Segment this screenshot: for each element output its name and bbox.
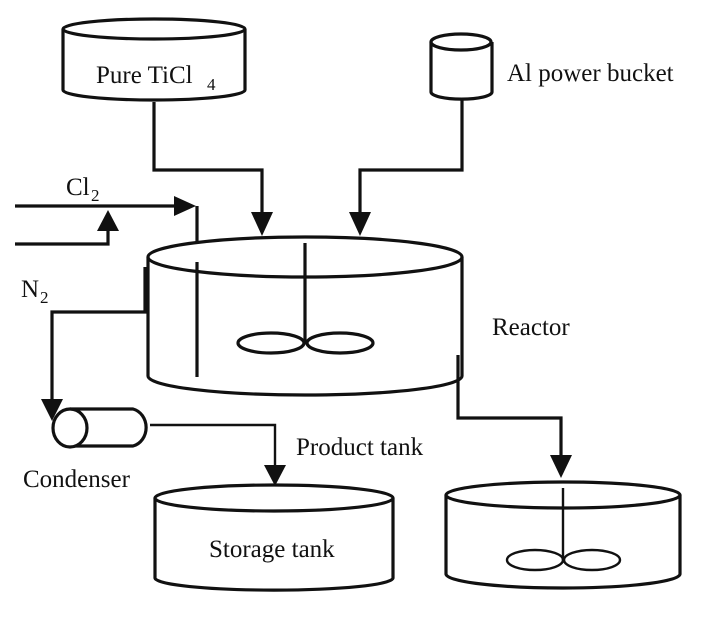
n2-merge-line <box>15 230 110 246</box>
reactor-vessel <box>146 235 464 397</box>
al-arrowhead-icon <box>349 212 371 236</box>
storage-arrowhead-icon <box>264 465 286 486</box>
pure-ticl4-label: Pure TiCl <box>96 62 193 89</box>
product-tank <box>444 480 682 590</box>
vent-arrowhead-icon <box>41 399 63 421</box>
cl2-arrowhead-icon <box>174 196 196 216</box>
storage-tank: Storage tank <box>153 483 395 592</box>
reactor-label: Reactor <box>492 314 570 341</box>
storage-tank-label: Storage tank <box>209 536 335 563</box>
al-feed-line <box>358 100 464 222</box>
product-tank-label: Product tank <box>296 434 424 461</box>
n2-arrowhead-icon <box>97 210 119 231</box>
al-bucket-label: Al power bucket <box>507 60 674 87</box>
n2-label: N <box>21 276 39 303</box>
pure-ticl4-tank: Pure TiCl 4 <box>61 17 247 102</box>
reactor-to-product-line <box>456 355 563 465</box>
condenser-label: Condenser <box>23 466 131 493</box>
condenser <box>51 407 148 449</box>
reactor-impeller-right <box>305 331 375 355</box>
reactor-impeller-left <box>236 331 306 355</box>
al-powder-bucket <box>429 32 494 101</box>
product-arrowhead-icon <box>550 455 572 478</box>
condenser-to-storage-line <box>150 423 277 470</box>
product-impeller-right <box>562 548 622 572</box>
cl2-label: Cl <box>66 174 90 201</box>
cl2-subscript: 2 <box>91 186 100 205</box>
pure-ticl4-subscript: 4 <box>207 75 216 94</box>
n2-subscript: 2 <box>40 288 49 307</box>
ticl4-arrowhead-icon <box>251 212 273 236</box>
ticl4-feed-line <box>152 102 264 222</box>
vent-line <box>50 267 147 403</box>
